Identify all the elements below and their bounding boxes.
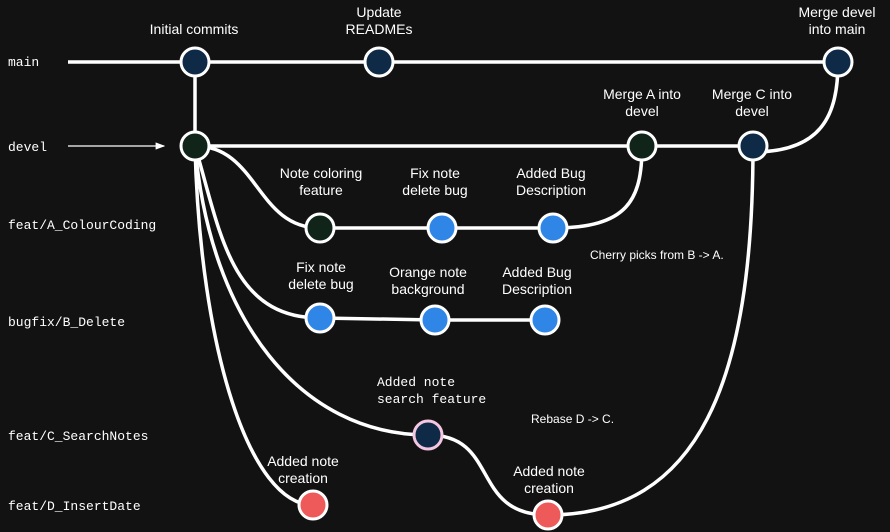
commit-node-merge-devel-main[interactable]: [822, 46, 854, 78]
branch-a-edge: [194, 144, 553, 230]
commit-node-devel[interactable]: [179, 130, 211, 162]
commit-node-b2[interactable]: [419, 304, 451, 336]
commit-node-a1[interactable]: [304, 212, 336, 244]
commit-label-initial: Initial commits: [150, 21, 239, 37]
c-merge-edge: [547, 145, 755, 517]
commit-node-merge-a[interactable]: [626, 130, 658, 162]
a-merge-edge: [552, 145, 644, 230]
note-rebase: Rebase D -> C.: [531, 412, 614, 426]
branch-d-edge: [193, 145, 314, 507]
branch-label-bugfix-b: bugfix/B_Delete: [8, 315, 125, 330]
commit-node-a3[interactable]: [537, 212, 569, 244]
commit-node-update-readmes[interactable]: [363, 46, 395, 78]
commit-node-c2[interactable]: [532, 499, 564, 531]
commit-node-b1[interactable]: [304, 302, 336, 334]
commit-node-a2[interactable]: [426, 212, 458, 244]
branch-c-edge: [193, 145, 549, 517]
commit-node-d1[interactable]: [297, 489, 329, 521]
branch-label-feat-a: feat/A_ColourCoding: [8, 218, 156, 233]
branch-label-feat-c: feat/C_SearchNotes: [8, 429, 148, 444]
commit-node-b3[interactable]: [529, 304, 561, 336]
note-cherry-pick: Cherry picks from B -> A.: [590, 248, 724, 262]
commit-node-merge-c[interactable]: [737, 130, 769, 162]
commit-node-c1[interactable]: [412, 419, 444, 451]
branch-label-devel: devel: [8, 140, 47, 155]
branch-label-feat-d: feat/D_InsertDate: [8, 499, 141, 514]
branch-label-main: main: [8, 55, 39, 70]
commit-node-initial[interactable]: [179, 46, 211, 78]
devel-to-main-merge-edge: [752, 61, 840, 154]
